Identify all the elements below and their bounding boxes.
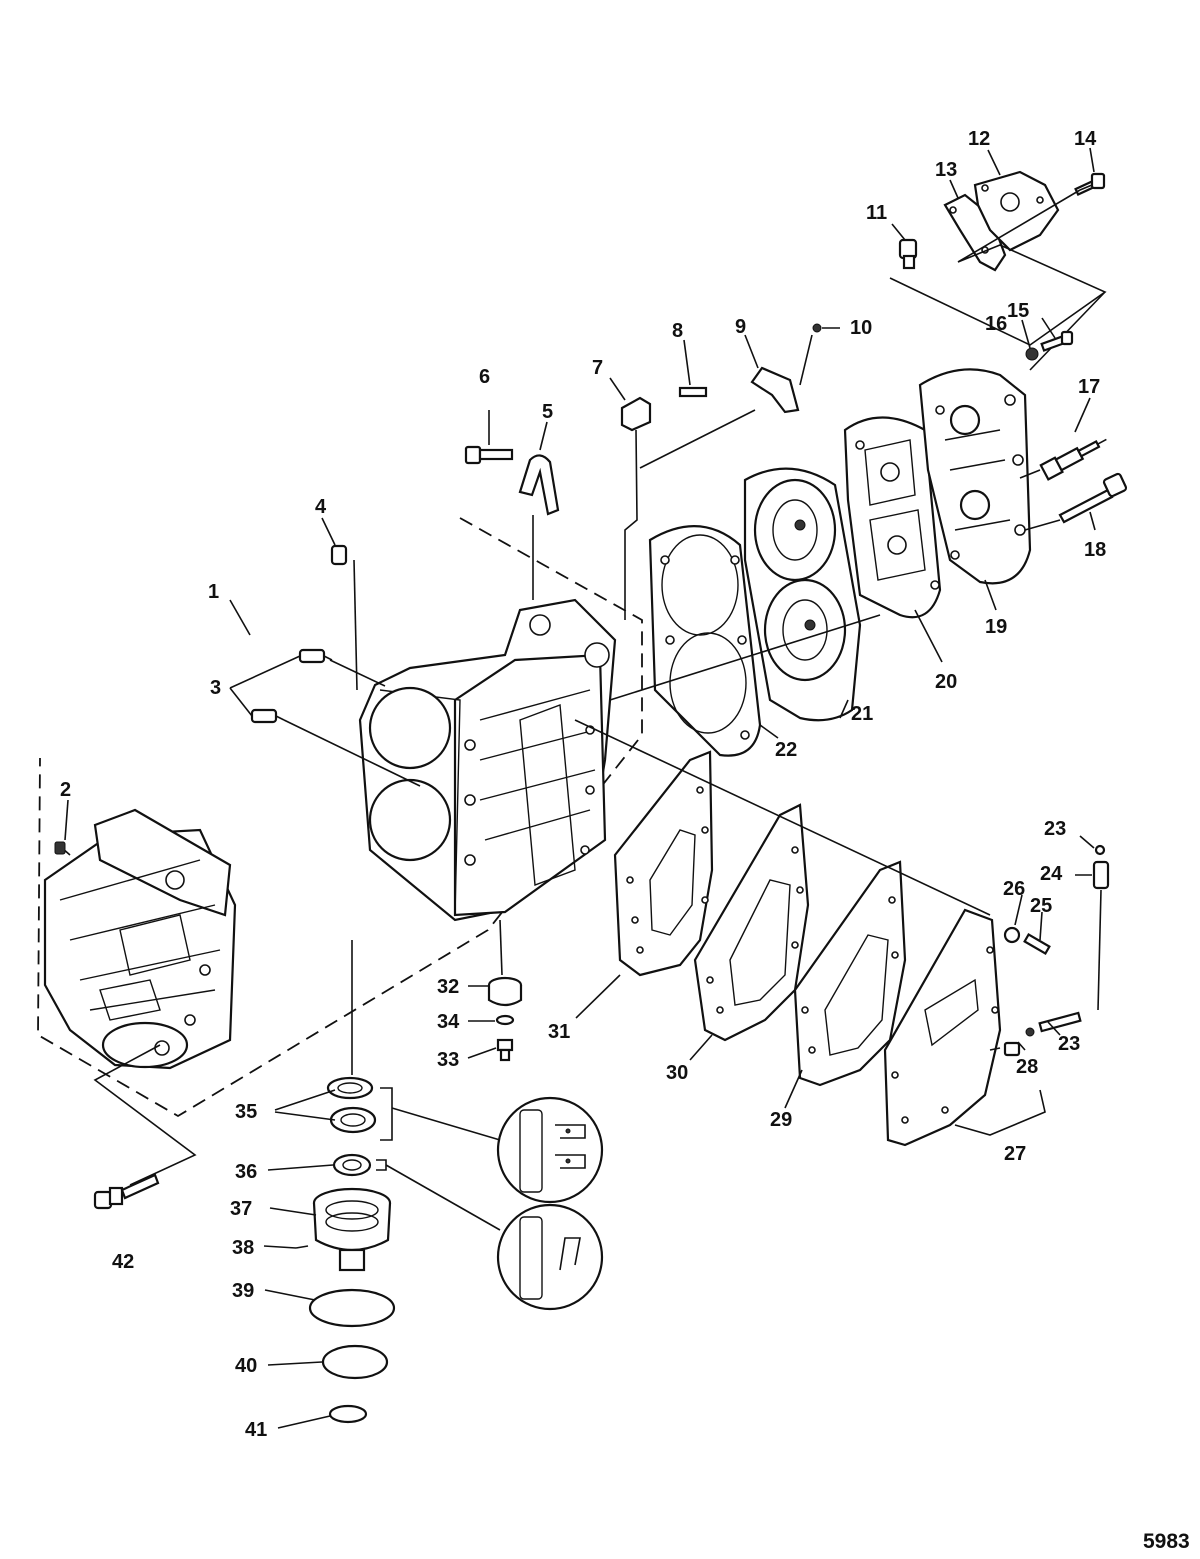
part-bolt-42 bbox=[93, 1173, 160, 1210]
part-seals-35 bbox=[326, 1076, 377, 1134]
part-gasket-31 bbox=[613, 750, 714, 977]
callout-41: 41 bbox=[245, 1419, 267, 1441]
callout-1: 1 bbox=[208, 581, 219, 603]
part-grommet-32 bbox=[487, 976, 523, 1007]
part-dowel-4 bbox=[330, 544, 348, 566]
callout-11: 11 bbox=[866, 202, 887, 224]
callout-36: 36 bbox=[235, 1161, 257, 1183]
callout-27: 27 bbox=[1004, 1143, 1026, 1165]
part-block-7 bbox=[620, 396, 652, 432]
part-bracket-5 bbox=[518, 454, 560, 516]
callout-38: 38 bbox=[232, 1237, 254, 1259]
figure-number: 5983 bbox=[1143, 1530, 1190, 1553]
callout-22: 22 bbox=[775, 739, 797, 761]
leader-lines bbox=[64, 147, 1096, 1429]
callout-42: 42 bbox=[112, 1251, 134, 1273]
callout-17: 17 bbox=[1078, 376, 1100, 398]
callout-4: 4 bbox=[315, 496, 327, 518]
part-exhaust-cover-27 bbox=[883, 908, 1002, 1147]
part-screw-33 bbox=[496, 1038, 514, 1062]
part-dowel-2 bbox=[54, 841, 66, 855]
callout-14: 14 bbox=[1074, 128, 1097, 150]
callout-8: 8 bbox=[672, 320, 683, 342]
callout-7: 7 bbox=[592, 357, 603, 379]
callout-34: 34 bbox=[437, 1011, 460, 1033]
callout-13: 13 bbox=[935, 159, 957, 181]
part-cover-plate-12 bbox=[973, 170, 1060, 252]
callout-18: 18 bbox=[1084, 539, 1106, 561]
part-cylinder-head-21 bbox=[743, 467, 862, 722]
part-sensors-3 bbox=[250, 648, 333, 724]
callout-28: 28 bbox=[1016, 1056, 1038, 1078]
part-hose-24 bbox=[1092, 860, 1110, 890]
callout-37: 37 bbox=[230, 1198, 252, 1220]
part-washer-34 bbox=[495, 1014, 515, 1026]
part-cover-gasket-20 bbox=[843, 416, 942, 619]
callout-40: 40 bbox=[235, 1355, 257, 1377]
callout-23-upper: 23 bbox=[1044, 818, 1066, 840]
callout-10: 10 bbox=[850, 317, 872, 339]
part-head-gasket-22 bbox=[648, 525, 762, 757]
callout-30: 30 bbox=[666, 1062, 688, 1084]
part-bracket-9 bbox=[750, 366, 800, 414]
part-bolt-15 bbox=[1040, 330, 1074, 352]
part-crankcase-cover bbox=[43, 808, 237, 1070]
callout-33: 33 bbox=[437, 1049, 459, 1071]
part-hose-23-lower bbox=[1038, 1011, 1082, 1033]
callout-5: 5 bbox=[542, 401, 553, 423]
part-exhaust-plate-30 bbox=[693, 803, 810, 1042]
part-snap-ring-39 bbox=[308, 1288, 396, 1328]
part-o-ring-40 bbox=[321, 1344, 389, 1380]
callout-31: 31 bbox=[548, 1021, 570, 1043]
part-washer-16 bbox=[1025, 347, 1039, 361]
callout-20: 20 bbox=[935, 671, 957, 693]
callout-24: 24 bbox=[1040, 863, 1063, 885]
detail-seal-orientation-1 bbox=[496, 1096, 604, 1204]
callout-25: 25 bbox=[1030, 895, 1052, 917]
part-washer-26 bbox=[1003, 926, 1021, 944]
callout-12: 12 bbox=[968, 128, 990, 150]
part-screw-10 bbox=[812, 323, 822, 333]
part-fitting-28 bbox=[1003, 1041, 1021, 1057]
part-bolt-18 bbox=[1058, 472, 1128, 524]
callout-labels: 1 2 3 4 5 6 7 8 9 10 11 12 13 14 15 16 1… bbox=[60, 128, 1190, 1553]
detail-seal-orientation-2 bbox=[496, 1203, 604, 1311]
part-o-ring-41 bbox=[328, 1404, 368, 1424]
callout-6: 6 bbox=[479, 366, 490, 388]
part-bearing-36 bbox=[332, 1153, 372, 1177]
callout-19: 19 bbox=[985, 616, 1007, 638]
callout-2: 2 bbox=[60, 779, 71, 801]
assembly-1-boundary bbox=[37, 517, 643, 1118]
callout-23-lower: 23 bbox=[1058, 1033, 1080, 1055]
callout-15: 15 bbox=[1007, 300, 1029, 322]
callout-32: 32 bbox=[437, 976, 459, 998]
callout-16: 16 bbox=[985, 313, 1007, 335]
part-spark-plug-17 bbox=[1039, 438, 1107, 481]
part-bolt-8 bbox=[678, 386, 708, 398]
part-bolt-25 bbox=[1023, 933, 1051, 955]
callout-9: 9 bbox=[735, 316, 746, 338]
callout-26: 26 bbox=[1003, 878, 1025, 900]
callout-39: 39 bbox=[232, 1280, 254, 1302]
part-housing-37 bbox=[312, 1187, 392, 1272]
part-bolt-6 bbox=[464, 445, 514, 465]
part-fitting-23-top bbox=[1094, 844, 1106, 856]
part-bolt-14 bbox=[1074, 172, 1106, 196]
part-gasket-13 bbox=[943, 193, 1007, 272]
callout-21: 21 bbox=[851, 703, 873, 725]
callout-29: 29 bbox=[770, 1109, 792, 1131]
part-cylinder-block bbox=[358, 598, 617, 922]
part-gasket-29 bbox=[793, 860, 907, 1087]
callout-3: 3 bbox=[210, 677, 221, 699]
part-fitting-11 bbox=[898, 238, 918, 270]
callout-35: 35 bbox=[235, 1101, 257, 1123]
